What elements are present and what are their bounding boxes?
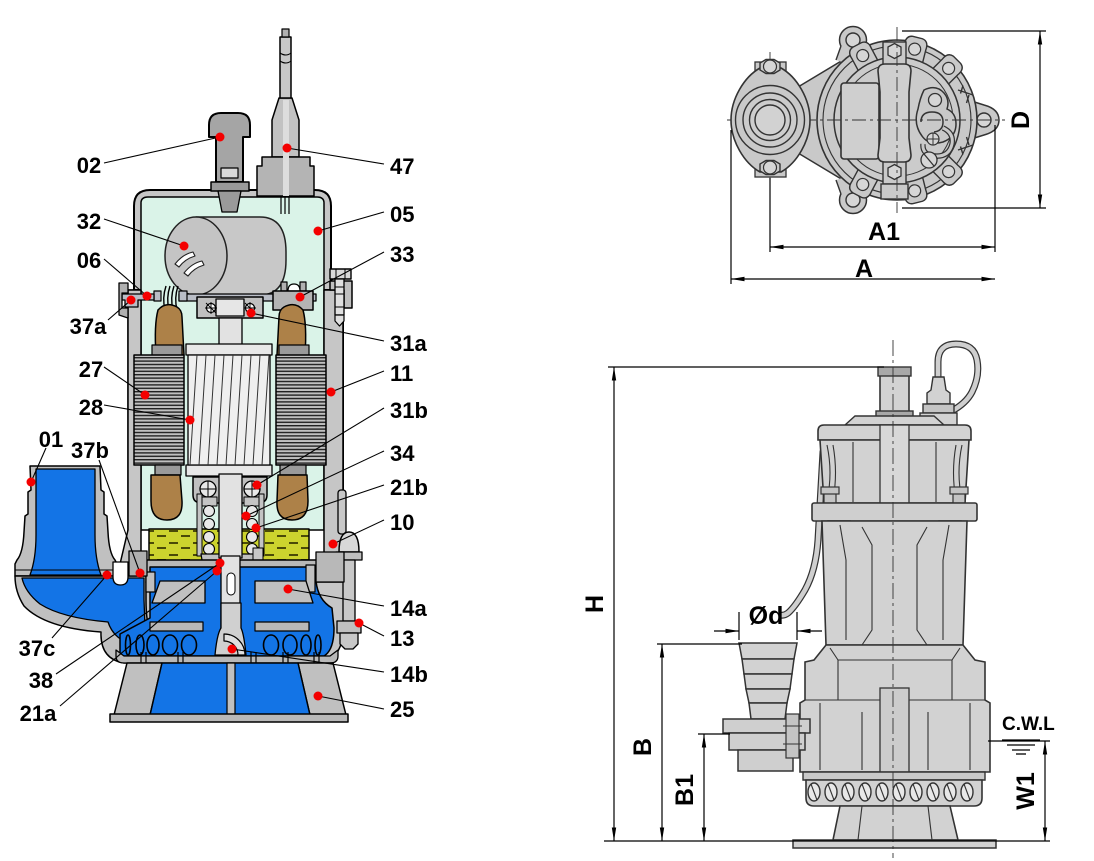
svg-text:33: 33 — [390, 242, 414, 267]
svg-text:B: B — [629, 738, 657, 756]
svg-text:21b: 21b — [390, 475, 428, 500]
svg-text:B1: B1 — [671, 774, 699, 806]
svg-text:01: 01 — [39, 427, 63, 452]
svg-text:38: 38 — [29, 668, 53, 693]
svg-text:31a: 31a — [390, 331, 427, 356]
svg-text:D: D — [1007, 111, 1035, 129]
svg-text:31b: 31b — [390, 398, 428, 423]
svg-text:25: 25 — [390, 697, 414, 722]
svg-text:A: A — [855, 255, 873, 283]
svg-text:A1: A1 — [868, 218, 900, 246]
svg-text:05: 05 — [390, 202, 414, 227]
svg-text:14a: 14a — [390, 596, 427, 621]
svg-text:37c: 37c — [19, 636, 56, 661]
svg-text:C.W.L: C.W.L — [1002, 714, 1055, 735]
svg-text:28: 28 — [79, 395, 103, 420]
svg-text:27: 27 — [79, 357, 103, 382]
svg-text:10: 10 — [390, 510, 414, 535]
svg-text:37b: 37b — [71, 438, 109, 463]
svg-text:37a: 37a — [70, 314, 107, 339]
svg-text:W1: W1 — [1012, 772, 1040, 810]
svg-text:11: 11 — [390, 361, 413, 386]
svg-text:13: 13 — [390, 626, 414, 651]
svg-text:H: H — [581, 595, 609, 613]
svg-text:34: 34 — [390, 441, 415, 466]
svg-text:21a: 21a — [20, 701, 57, 726]
svg-text:02: 02 — [77, 153, 101, 178]
svg-text:32: 32 — [77, 209, 101, 234]
svg-text:14b: 14b — [390, 662, 428, 687]
svg-text:06: 06 — [77, 248, 101, 273]
svg-text:Ød: Ød — [749, 602, 784, 630]
svg-text:47: 47 — [390, 154, 414, 179]
